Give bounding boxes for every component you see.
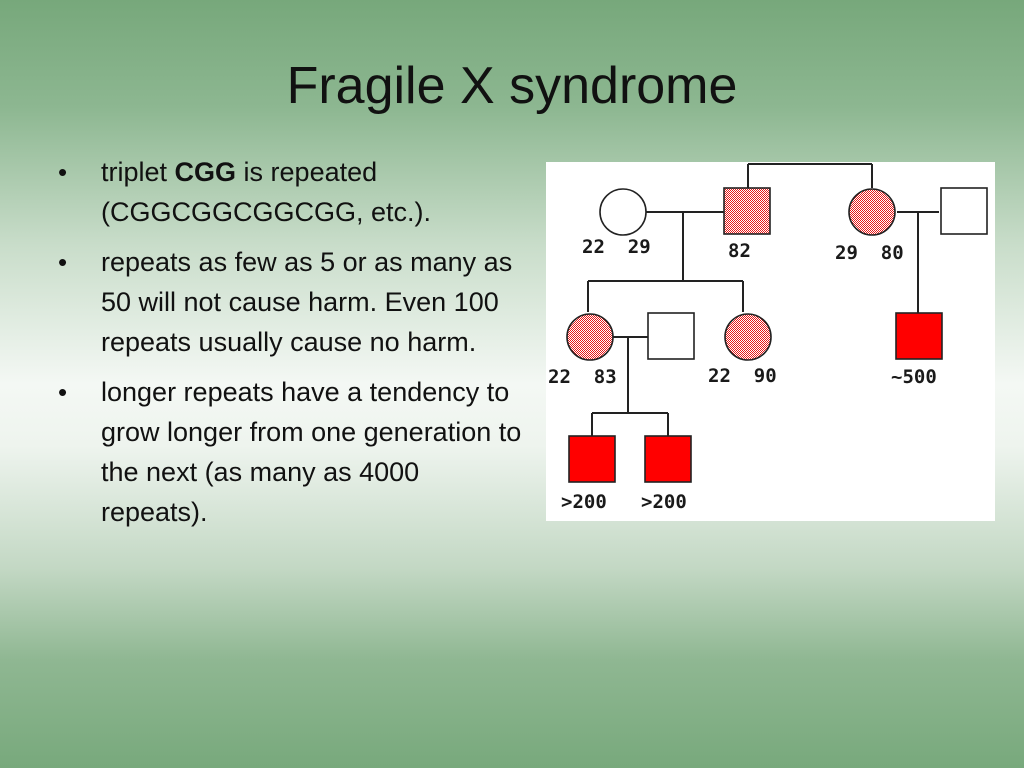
daughter1-symbol [566, 313, 614, 361]
bullet-list: • triplet CGG is repeated (CGGCGGCGGCGG,… [58, 152, 530, 542]
pedigree-lines [587, 163, 939, 436]
cousin-label: ~500 [891, 366, 937, 388]
bullet-item-harm: • repeats as few as 5 or as many as 50 w… [58, 242, 530, 362]
cousin-symbol [895, 312, 943, 360]
grandson2-label: >200 [641, 491, 687, 513]
bullet-item-growth: • longer repeats have a tendency to grow… [58, 372, 530, 532]
grandfather-label: 82 [728, 240, 751, 262]
bullet-text: longer repeats have a tendency to grow l… [101, 377, 522, 527]
bullet-marker: • [58, 247, 68, 277]
bullet-text-suffix: is repeated (CGGCGGCGGCGG, etc.). [101, 157, 432, 227]
grandmother-symbol [599, 188, 647, 236]
bullet-marker: • [58, 377, 68, 407]
pedigree-diagram: 22 29 82 29 80 22 83 22 90 ~500 >200 >20… [548, 163, 988, 513]
grandson2-symbol [644, 435, 692, 483]
daughter2-label: 22 90 [708, 365, 777, 387]
bullet-item-cgg: • triplet CGG is repeated (CGGCGGCGGCGG,… [58, 152, 530, 232]
aunt-spouse-symbol [940, 187, 988, 235]
bullet-text-bold: CGG [174, 157, 237, 187]
daughter1-label: 22 83 [548, 366, 617, 388]
daughter2-symbol [724, 313, 772, 361]
slide-title: Fragile X syndrome [286, 57, 738, 115]
aunt-label: 29 80 [835, 242, 904, 264]
aunt-symbol [848, 188, 896, 236]
grandfather-symbol [723, 187, 771, 235]
daughter1-spouse-symbol [647, 312, 695, 360]
grandson1-label: >200 [561, 491, 607, 513]
pedigree-chart: 22 29 82 29 80 22 83 22 90 ~500 >200 >20… [546, 162, 995, 521]
bullet-text-prefix: triplet [101, 157, 175, 187]
grandson1-symbol [568, 435, 616, 483]
grandmother-label: 22 29 [582, 236, 651, 258]
bullet-text: repeats as few as 5 or as many as 50 wil… [101, 247, 513, 357]
bullet-marker: • [58, 157, 68, 187]
